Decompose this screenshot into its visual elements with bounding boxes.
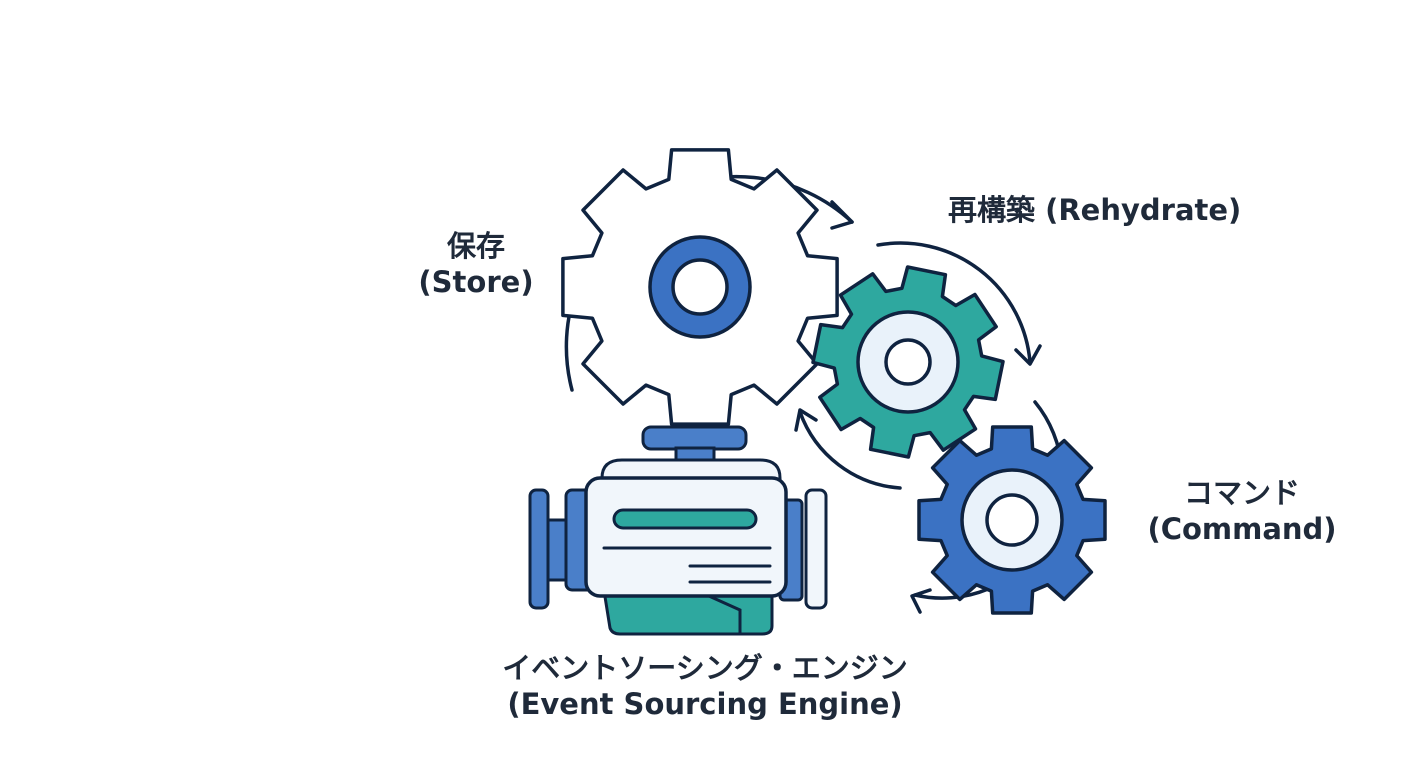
gear-blue-hole: [985, 493, 1039, 547]
rehydrate-label: 再構築 (Rehydrate): [948, 192, 1241, 228]
rehydrate-arrow-icon: [876, 241, 1032, 364]
engine-label: イベントソーシング・エンジン (Event Sourcing Engine): [455, 650, 955, 722]
rehydrate-label-text: 再構築 (Rehydrate): [948, 193, 1242, 227]
command-arrowhead-icon: [910, 588, 932, 614]
gear-top-hole: [671, 258, 729, 316]
store-label: 保存 (Store): [418, 228, 534, 300]
command-label-jp: コマンド: [1183, 476, 1300, 510]
rehydrate-gear-icon: [811, 265, 1005, 459]
return-arrowhead-icon: [794, 408, 818, 432]
store-gear-icon: [561, 148, 839, 426]
engine-label-jp: イベントソーシング・エンジン: [502, 651, 908, 685]
rehydrate-arrowhead-icon: [1014, 344, 1042, 366]
command-label: コマンド (Command): [1142, 475, 1342, 547]
command-label-en: (Command): [1147, 512, 1337, 546]
engine-icon: [528, 425, 828, 636]
store-label-en: (Store): [418, 265, 534, 299]
engine-label-en: (Event Sourcing Engine): [507, 687, 903, 721]
return-arrow-icon: [798, 410, 902, 490]
store-label-jp: 保存: [446, 229, 505, 263]
gear-teal-hole: [884, 338, 932, 386]
store-cycle-arrowhead-icon: [830, 200, 854, 230]
command-gear-icon: [917, 425, 1107, 615]
